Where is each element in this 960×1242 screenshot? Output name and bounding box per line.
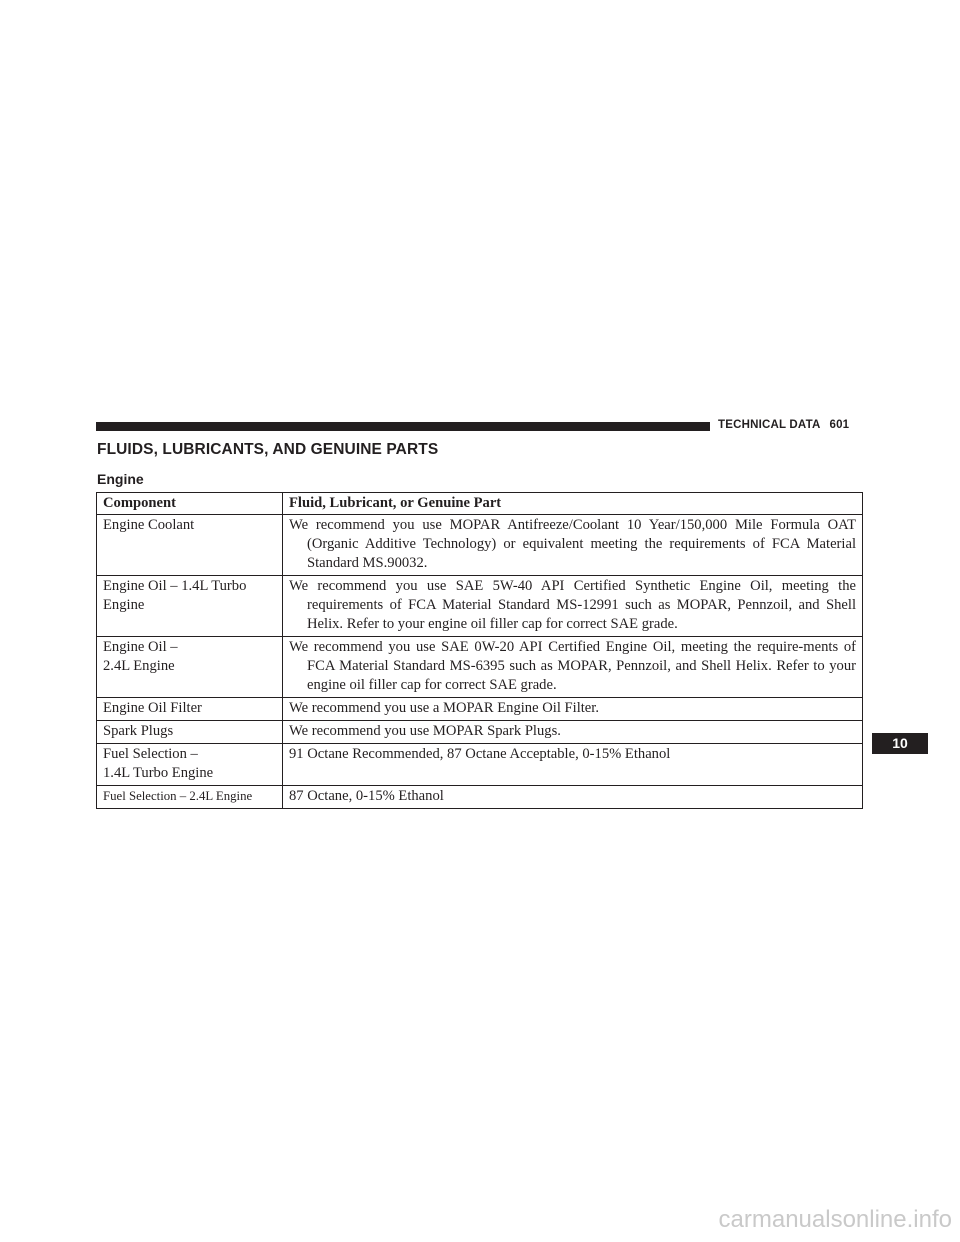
part-cell: We recommend you use SAE 0W-20 API Certi… bbox=[282, 636, 863, 698]
table-row: Engine Oil Filter We recommend you use a… bbox=[96, 697, 863, 721]
section-name: TECHNICAL DATA bbox=[718, 419, 821, 431]
component-cell: Spark Plugs bbox=[96, 720, 283, 744]
watermark: carmanualsonline.info bbox=[718, 1206, 952, 1233]
table-row: Spark Plugs We recommend you use MOPAR S… bbox=[96, 720, 863, 744]
component-cell: Engine Oil – 2.4L Engine bbox=[96, 636, 283, 698]
part-cell: We recommend you use SAE 5W-40 API Certi… bbox=[282, 575, 863, 637]
header-rule bbox=[96, 422, 710, 431]
table-row: Engine Coolant We recommend you use MOPA… bbox=[96, 514, 863, 576]
part-cell: 91 Octane Recommended, 87 Octane Accepta… bbox=[282, 743, 863, 786]
chapter-tab: 10 bbox=[872, 733, 928, 754]
part-cell: 87 Octane, 0-15% Ethanol bbox=[282, 785, 863, 809]
page-number: 601 bbox=[829, 419, 850, 431]
table-row: Engine Oil – 2.4L Engine We recommend yo… bbox=[96, 636, 863, 698]
table-row: Engine Oil – 1.4L Turbo Engine We recomm… bbox=[96, 575, 863, 637]
component-cell: Engine Coolant bbox=[96, 514, 283, 576]
part-cell: We recommend you use MOPAR Spark Plugs. bbox=[282, 720, 863, 744]
component-cell: Fuel Selection – 2.4L Engine bbox=[96, 785, 283, 809]
fluids-table: Component Fluid, Lubricant, or Genuine P… bbox=[96, 492, 863, 809]
component-cell: Fuel Selection – 1.4L Turbo Engine bbox=[96, 743, 283, 786]
running-head: TECHNICAL DATA 601 bbox=[718, 419, 849, 431]
table-row: Fuel Selection – 2.4L Engine 87 Octane, … bbox=[96, 785, 863, 809]
part-cell: We recommend you use a MOPAR Engine Oil … bbox=[282, 697, 863, 721]
column-header-component: Component bbox=[96, 492, 283, 515]
component-cell: Engine Oil – 1.4L Turbo Engine bbox=[96, 575, 283, 637]
component-cell: Engine Oil Filter bbox=[96, 697, 283, 721]
table-header-row: Component Fluid, Lubricant, or Genuine P… bbox=[96, 492, 863, 515]
column-header-part: Fluid, Lubricant, or Genuine Part bbox=[282, 492, 863, 515]
page-title: FLUIDS, LUBRICANTS, AND GENUINE PARTS bbox=[97, 441, 439, 458]
table-row: Fuel Selection – 1.4L Turbo Engine 91 Oc… bbox=[96, 743, 863, 786]
part-cell: We recommend you use MOPAR Antifreeze/Co… bbox=[282, 514, 863, 576]
subsection-title: Engine bbox=[97, 471, 144, 487]
